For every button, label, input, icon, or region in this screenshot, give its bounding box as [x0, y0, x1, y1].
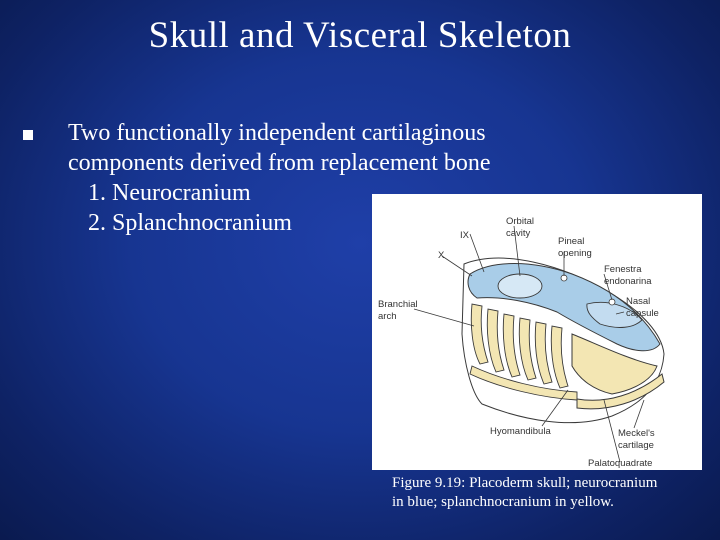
label-nasal-capsule: Nasal [626, 296, 650, 307]
orbital-cavity-shape [497, 273, 543, 299]
label-meckels-cartilage-2: cartilage [618, 440, 654, 451]
label-x: X [438, 250, 445, 261]
label-ix: IX [460, 230, 470, 241]
caption-line-2: in blue; splanchnocranium in yellow. [392, 494, 614, 510]
label-fenestra: Fenestra [604, 264, 642, 275]
bullet-square-icon [23, 130, 33, 140]
meckels-cartilage-shape [576, 373, 665, 410]
label-palatoquadrate: Palatoquadrate [588, 458, 652, 469]
placoderm-skull-figure: IX X Orbital cavity Pineal opening Fenes… [372, 194, 702, 470]
label-orbital-cavity-2: cavity [506, 228, 531, 239]
bullet-text: Two functionally independent cartilagino… [68, 118, 628, 238]
palatoquadrate-shape [571, 333, 658, 395]
label-fenestra-2: endonarina [604, 276, 652, 287]
bullet-line-2: components derived from replacement bone [68, 150, 491, 176]
nasal-capsule-shape [586, 301, 643, 328]
label-hyomandibula: Hyomandibula [490, 426, 551, 437]
skull-illustration: IX X Orbital cavity Pineal opening Fenes… [378, 216, 665, 469]
label-pineal-opening-2: opening [558, 248, 592, 259]
figure-caption: Figure 9.19: Placoderm skull; neurocrani… [392, 474, 712, 512]
bullet-line-1: Two functionally independent cartilagino… [68, 120, 486, 146]
label-meckels-cartilage: Meckel's [618, 428, 655, 439]
list-item-splanchnocranium: 2. Splanchnocranium [88, 210, 292, 236]
label-branchial-arch-2: arch [378, 311, 396, 322]
list-item-neurocranium: 1. Neurocranium [88, 180, 251, 206]
label-pineal-opening: Pineal [558, 236, 584, 247]
label-orbital-cavity: Orbital [506, 216, 534, 227]
caption-line-1: Figure 9.19: Placoderm skull; neurocrani… [392, 475, 658, 491]
label-branchial-arch: Branchial [378, 299, 418, 310]
branchial-arches [469, 303, 578, 401]
slide-title: Skull and Visceral Skeleton [148, 15, 572, 56]
label-nasal-capsule-2: capsule [626, 308, 659, 319]
